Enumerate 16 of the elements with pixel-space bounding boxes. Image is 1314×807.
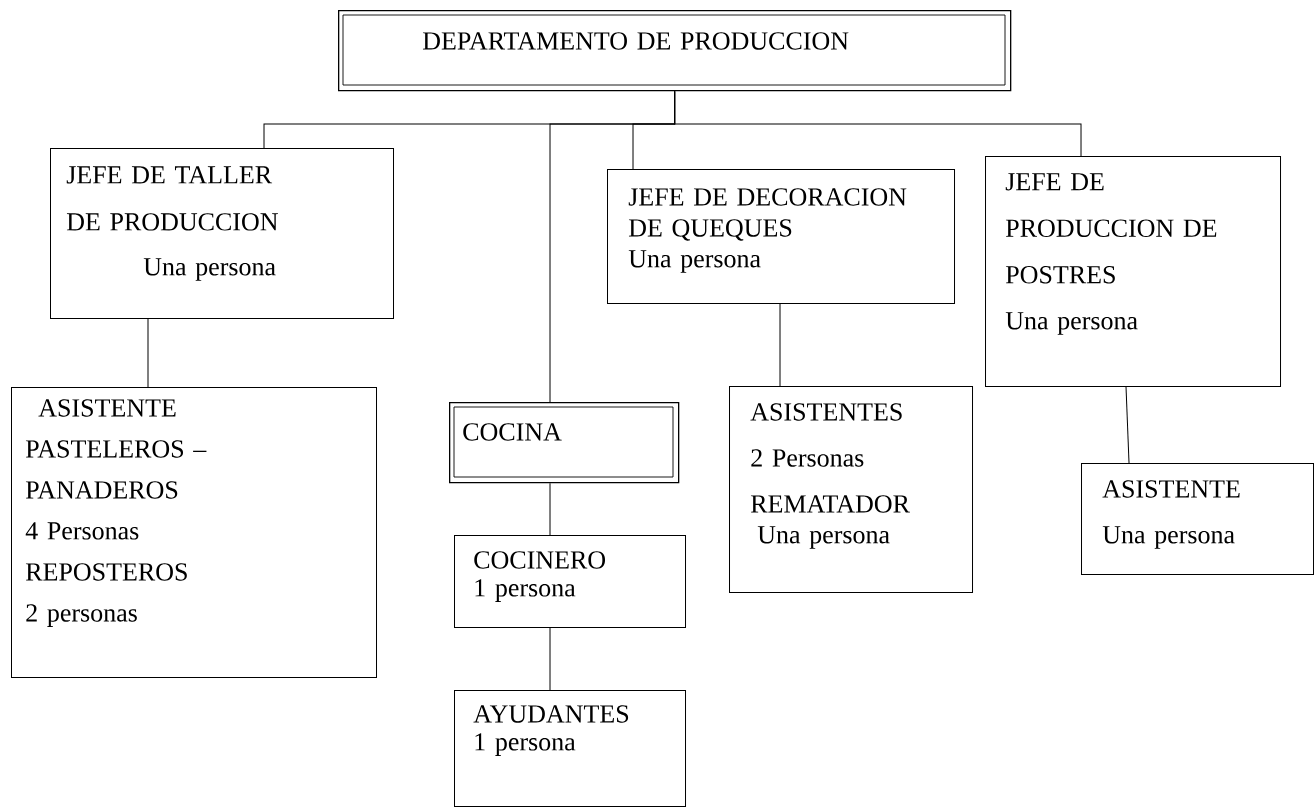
connector-line bbox=[147, 318, 149, 388]
connector-line bbox=[674, 90, 1082, 157]
connector-line bbox=[549, 627, 551, 691]
org-box: COCINA bbox=[449, 402, 680, 484]
org-box: COCINERO 1 persona bbox=[454, 535, 686, 628]
org-box: JEFE DE TALLER DE PRODUCCION Una persona bbox=[50, 148, 394, 319]
connector-line bbox=[779, 303, 781, 387]
org-box: ASISTENTE Una persona bbox=[1081, 463, 1314, 575]
org-box: ASISTENTES 2 Personas REMATADOR Una persona bbox=[729, 386, 973, 593]
connector-line bbox=[1125, 386, 1130, 464]
org-box: ASISTENTE PASTELEROS – PANADEROS 4 Personas REPOSTEROS 2 personas bbox=[11, 387, 377, 678]
org-box: JEFE DE DECORACION DE QUEQUES Una persona bbox=[607, 169, 955, 304]
org-box: DEPARTAMENTO DE PRODUCCION bbox=[338, 10, 1012, 92]
connector-line bbox=[549, 482, 551, 536]
org-box: JEFE DE PRODUCCION DE POSTRES Una persona bbox=[985, 156, 1281, 387]
org-box: AYUDANTES 1 persona bbox=[454, 690, 686, 807]
